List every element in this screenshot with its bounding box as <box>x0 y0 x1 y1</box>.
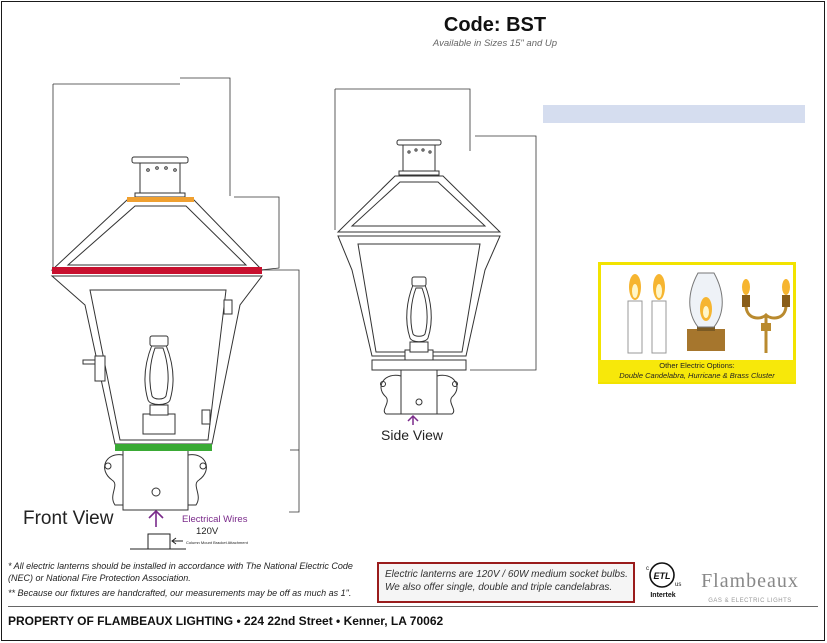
side-wires-arrow <box>407 414 419 425</box>
voltage-label: 120V <box>196 526 219 537</box>
middle-band-red <box>52 267 262 274</box>
electric-lantern-info-box: Electric lanterns are 120V / 60W medium … <box>377 562 635 603</box>
front-dimension-lines <box>52 77 300 513</box>
dimension-band <box>543 105 805 123</box>
etl-c: c <box>646 566 649 572</box>
top-band-orange <box>127 197 194 202</box>
brand-tagline: GAS & ELECTRIC LIGHTS <box>708 598 792 604</box>
electric-info-line1: Electric lanterns are 120V / 60W medium … <box>385 569 628 580</box>
etl-us: us <box>675 582 681 588</box>
nec-install-note: * All electric lanterns should be instal… <box>8 561 353 583</box>
front-view-label: Front View <box>23 508 114 529</box>
footer-divider <box>8 606 818 607</box>
footer-address: PROPERTY OF FLAMBEAUX LIGHTING • 224 22n… <box>8 614 444 628</box>
brass-cluster-icon <box>742 279 790 353</box>
handcrafted-note: ** Because our fixtures are handcrafted,… <box>8 588 352 598</box>
product-code-title: Code: BST <box>443 14 547 36</box>
intertek-label: Intertek <box>650 592 676 599</box>
side-dimension-lines <box>334 88 537 371</box>
side-lantern <box>336 139 502 415</box>
electric-options-caption: Other Electric Options: Double Candelabr… <box>598 360 796 382</box>
side-view-label: Side View <box>381 427 444 443</box>
etl-mark: ETL c us <box>646 562 681 588</box>
bottom-band-green <box>115 444 212 451</box>
double-candelabra-icon <box>627 274 667 354</box>
front-lantern <box>50 156 264 511</box>
options-caption-line1: Other Electric Options: <box>659 361 735 370</box>
options-caption-line2: Double Candelabra, Hurricane & Brass Clu… <box>619 371 775 380</box>
electrical-wires-label: Electrical Wires <box>182 514 248 525</box>
hurricane-icon <box>687 272 725 351</box>
electric-options-illustrations <box>627 272 790 354</box>
bracket-label: Column Mount Bracket Attachment <box>186 540 248 545</box>
sizes-subtitle: Available in Sizes 15" and Up <box>432 38 558 49</box>
brand-logo: Flambeaux <box>701 570 799 592</box>
column-bracket <box>130 533 186 550</box>
electric-info-line2: We also offer single, double and triple … <box>385 582 613 593</box>
etl-text: ETL <box>654 571 671 581</box>
wires-arrow <box>148 509 164 527</box>
